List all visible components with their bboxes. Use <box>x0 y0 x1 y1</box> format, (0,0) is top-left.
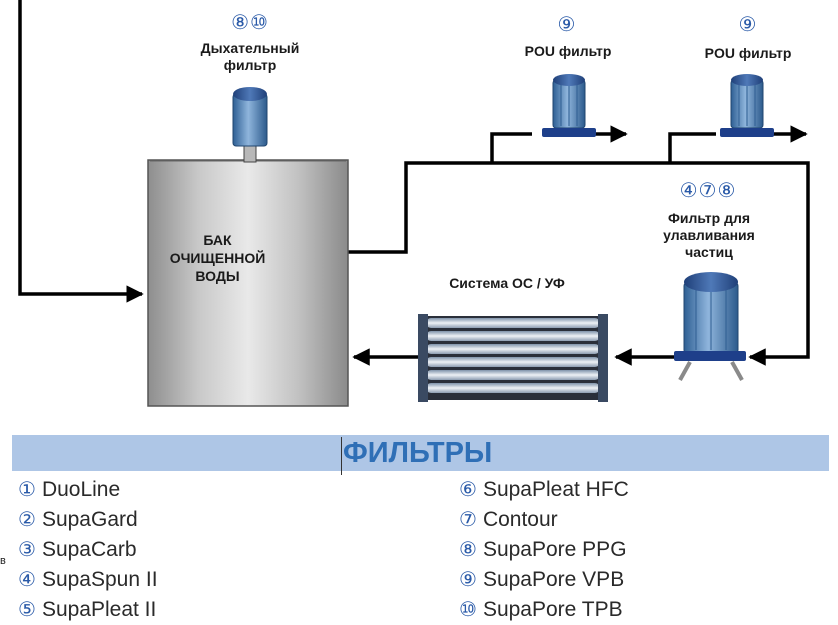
breather-filter <box>232 87 268 163</box>
filter-number: ⑨ <box>459 567 477 591</box>
breather-filter-numbers: ⑧⑩ <box>231 10 269 34</box>
inlet-pipe <box>18 0 144 303</box>
filter-number: ② <box>18 507 36 531</box>
ro-uf-system <box>418 314 608 402</box>
particle-filter <box>674 272 746 381</box>
pipe-network <box>18 0 810 366</box>
filter-number: ⑧ <box>459 537 477 561</box>
pou2-branch-pipe <box>668 132 716 163</box>
pou-filter-2-label: POU фильтр <box>704 45 792 61</box>
filter-number: ③ <box>18 537 36 561</box>
filter-number: ⑦ <box>459 507 477 531</box>
pou-filter-1 <box>542 74 596 137</box>
filters-header-band <box>12 435 829 471</box>
pou-filter-1-numbers: ⑨ <box>557 12 577 36</box>
filter-name: SupaPleat II <box>41 598 157 621</box>
tank-outlet-pipe <box>348 161 810 366</box>
filter-number: ① <box>18 477 36 501</box>
filter-number: ⑤ <box>18 597 36 621</box>
ro-uf-system-label: Система ОС / УФ <box>449 275 565 291</box>
filter-name: Contour <box>482 508 558 531</box>
particle-filter-numbers: ④⑦⑧ <box>679 178 737 202</box>
pou1-branch-pipe <box>490 132 532 163</box>
filter-number: ④ <box>18 567 36 591</box>
tank-label: БАК ОЧИЩЕННОЙ ВОДЫ <box>169 232 266 284</box>
filter-name: SupaPore VPB <box>482 568 625 591</box>
filter-name: SupaPore PPG <box>482 538 627 561</box>
filter-name: SupaCarb <box>41 538 137 561</box>
pou-filter-2 <box>720 74 774 137</box>
filter-name: SupaPleat HFC <box>482 478 629 501</box>
filters-title: ФИЛЬТРЫ <box>343 437 493 469</box>
filter-name: SupaGard <box>41 508 138 531</box>
header-divider <box>341 437 342 475</box>
breather-filter-label: Дыхательный фильтр <box>200 40 300 73</box>
filter-name: SupaSpun II <box>41 568 158 591</box>
filter-number: ⑥ <box>459 477 477 501</box>
pou-filter-2-numbers: ⑨ <box>738 12 758 36</box>
filter-name: DuoLine <box>41 478 121 501</box>
pou-filter-1-label: POU фильтр <box>524 43 612 59</box>
stray-mark: в <box>0 555 6 567</box>
water-tank <box>147 159 349 407</box>
filter-number: ⑩ <box>459 597 477 621</box>
water-system-diagram <box>18 0 810 407</box>
particle-filter-label: Фильтр для улавливания частиц <box>663 210 755 260</box>
filter-name: SupaPore TPB <box>482 598 623 621</box>
